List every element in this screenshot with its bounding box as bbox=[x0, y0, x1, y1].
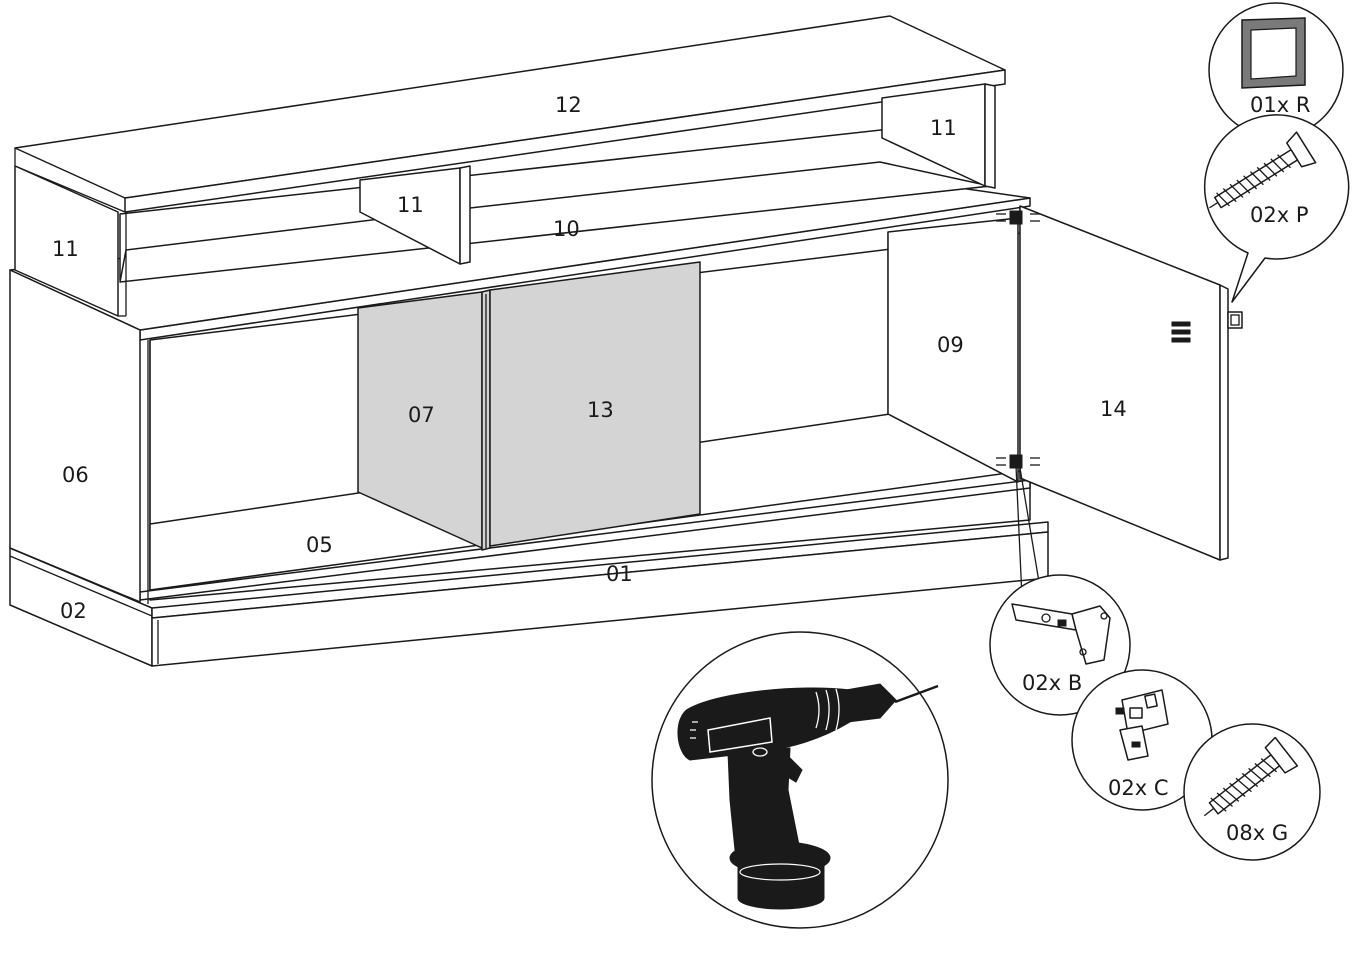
door-14 bbox=[996, 205, 1243, 561]
label-09: 09 bbox=[937, 333, 964, 357]
label-07: 07 bbox=[408, 403, 435, 427]
door-screws-icon bbox=[1171, 321, 1191, 343]
drill-callout bbox=[651, 631, 949, 929]
hinge-bottom-icon bbox=[996, 454, 1040, 469]
screw-P-icon bbox=[1209, 131, 1317, 209]
label-01: 01 bbox=[606, 562, 633, 586]
label-02: 02 bbox=[60, 599, 87, 623]
upper-hutch bbox=[14, 15, 1006, 317]
label-11-right: 11 bbox=[930, 116, 957, 140]
callout-C: 02x C bbox=[1071, 669, 1213, 811]
label-11-mid: 11 bbox=[397, 193, 424, 217]
mounting-plate-C-icon bbox=[1115, 689, 1169, 761]
label-hardware-B: 02x B bbox=[1022, 671, 1082, 695]
label-hardware-C: 02x C bbox=[1108, 776, 1169, 800]
panel-12-edge bbox=[124, 69, 1006, 213]
callout-R: 01x R bbox=[1208, 2, 1344, 138]
panel-13 bbox=[489, 261, 701, 547]
part-labels: 12 11 11 11 10 09 07 13 14 06 05 01 02 bbox=[52, 93, 1127, 623]
hinge-top-icon bbox=[996, 210, 1040, 225]
panel-09 bbox=[887, 217, 1019, 483]
label-hardware-G: 08x G bbox=[1226, 821, 1288, 845]
label-14: 14 bbox=[1100, 397, 1127, 421]
label-11-left: 11 bbox=[52, 237, 79, 261]
label-10: 10 bbox=[553, 217, 580, 241]
label-13: 13 bbox=[587, 398, 614, 422]
grey-compartment bbox=[357, 261, 701, 551]
panel-06 bbox=[9, 269, 141, 603]
label-06: 06 bbox=[62, 463, 89, 487]
screw-G-icon bbox=[1203, 736, 1299, 817]
label-05: 05 bbox=[306, 533, 333, 557]
callout-P: 02x P bbox=[1203, 114, 1350, 303]
label-12: 12 bbox=[555, 93, 582, 117]
label-hardware-R: 01x R bbox=[1250, 93, 1310, 117]
base-assembly bbox=[9, 521, 1049, 667]
panel-14 bbox=[1019, 205, 1221, 561]
drill-icon bbox=[677, 683, 939, 910]
callout-G: 08x G bbox=[1183, 723, 1321, 861]
label-hardware-P: 02x P bbox=[1250, 203, 1309, 227]
hinge-B-icon bbox=[1011, 603, 1111, 665]
callout-B: 02x B bbox=[989, 465, 1131, 716]
